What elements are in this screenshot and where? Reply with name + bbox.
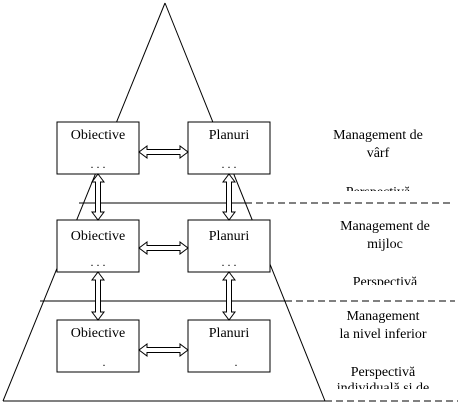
side-labels: Management de vârf Perspectivă Managemen… xyxy=(333,128,430,396)
middle-management-label-line1: Management de xyxy=(340,219,430,234)
top-management-label-line1: Management de xyxy=(333,128,423,143)
double-arrow-v-right-lower xyxy=(222,271,236,321)
top-management-label-line2: vârf xyxy=(367,146,390,161)
level-dividers xyxy=(40,202,458,402)
plans-box-top-dots: . . . xyxy=(222,157,237,171)
double-arrow-v-left-lower xyxy=(91,271,105,321)
double-arrow-v-right-upper xyxy=(222,173,236,221)
pyramid-right-edge xyxy=(164,2,326,402)
perspective-label-middle: Perspectivă xyxy=(353,275,418,290)
horizontal-arrows xyxy=(138,145,189,357)
plans-box-top-title: Planuri xyxy=(209,128,250,143)
objectives-box-middle-title: Obiective xyxy=(71,229,125,244)
perspective-label-top: Perspectivă xyxy=(346,185,411,200)
lower-management-label-line2: la nivel inferior xyxy=(339,327,426,342)
objectives-box-bottom-title: Obiective xyxy=(71,326,125,341)
plans-box-middle-title: Planuri xyxy=(209,229,250,244)
level-middle-boxes: Obiective . . . Planuri . . . xyxy=(56,219,271,273)
plans-box-bottom xyxy=(187,319,271,373)
double-arrow-h-top xyxy=(138,145,189,159)
plans-box-top xyxy=(187,121,271,175)
perspective-sub-label-bottom: individuală și de xyxy=(337,381,430,396)
plans-box-bottom-title: Planuri xyxy=(209,326,250,341)
plans-box-middle-dots: . . . xyxy=(222,255,237,269)
middle-management-label-line2: mijloc xyxy=(367,237,403,252)
level-top-boxes: Obiective . . . Planuri . . . xyxy=(56,121,271,175)
pyramid-outline xyxy=(2,2,326,402)
plans-box-middle xyxy=(187,219,271,273)
level-bottom-boxes: Obiective . Planuri . xyxy=(56,319,271,373)
pyramid-left-edge xyxy=(2,2,166,402)
perspective-label-bottom: Perspectivă xyxy=(351,365,416,380)
vertical-arrows xyxy=(91,173,236,321)
double-arrow-h-middle xyxy=(138,241,189,255)
objectives-box-bottom xyxy=(56,319,140,373)
double-arrow-h-bottom xyxy=(138,343,189,357)
lower-management-label-line1: Management xyxy=(346,309,419,324)
objectives-box-top-dots: . . . xyxy=(91,157,106,171)
objectives-box-middle xyxy=(56,219,140,273)
objectives-box-top-title: Obiective xyxy=(71,128,125,143)
plans-box-bottom-dots: . xyxy=(235,355,238,369)
double-arrow-v-left-upper xyxy=(91,173,105,221)
objectives-box-middle-dots: . . . xyxy=(91,255,106,269)
objectives-box-bottom-dots: . xyxy=(103,355,106,369)
